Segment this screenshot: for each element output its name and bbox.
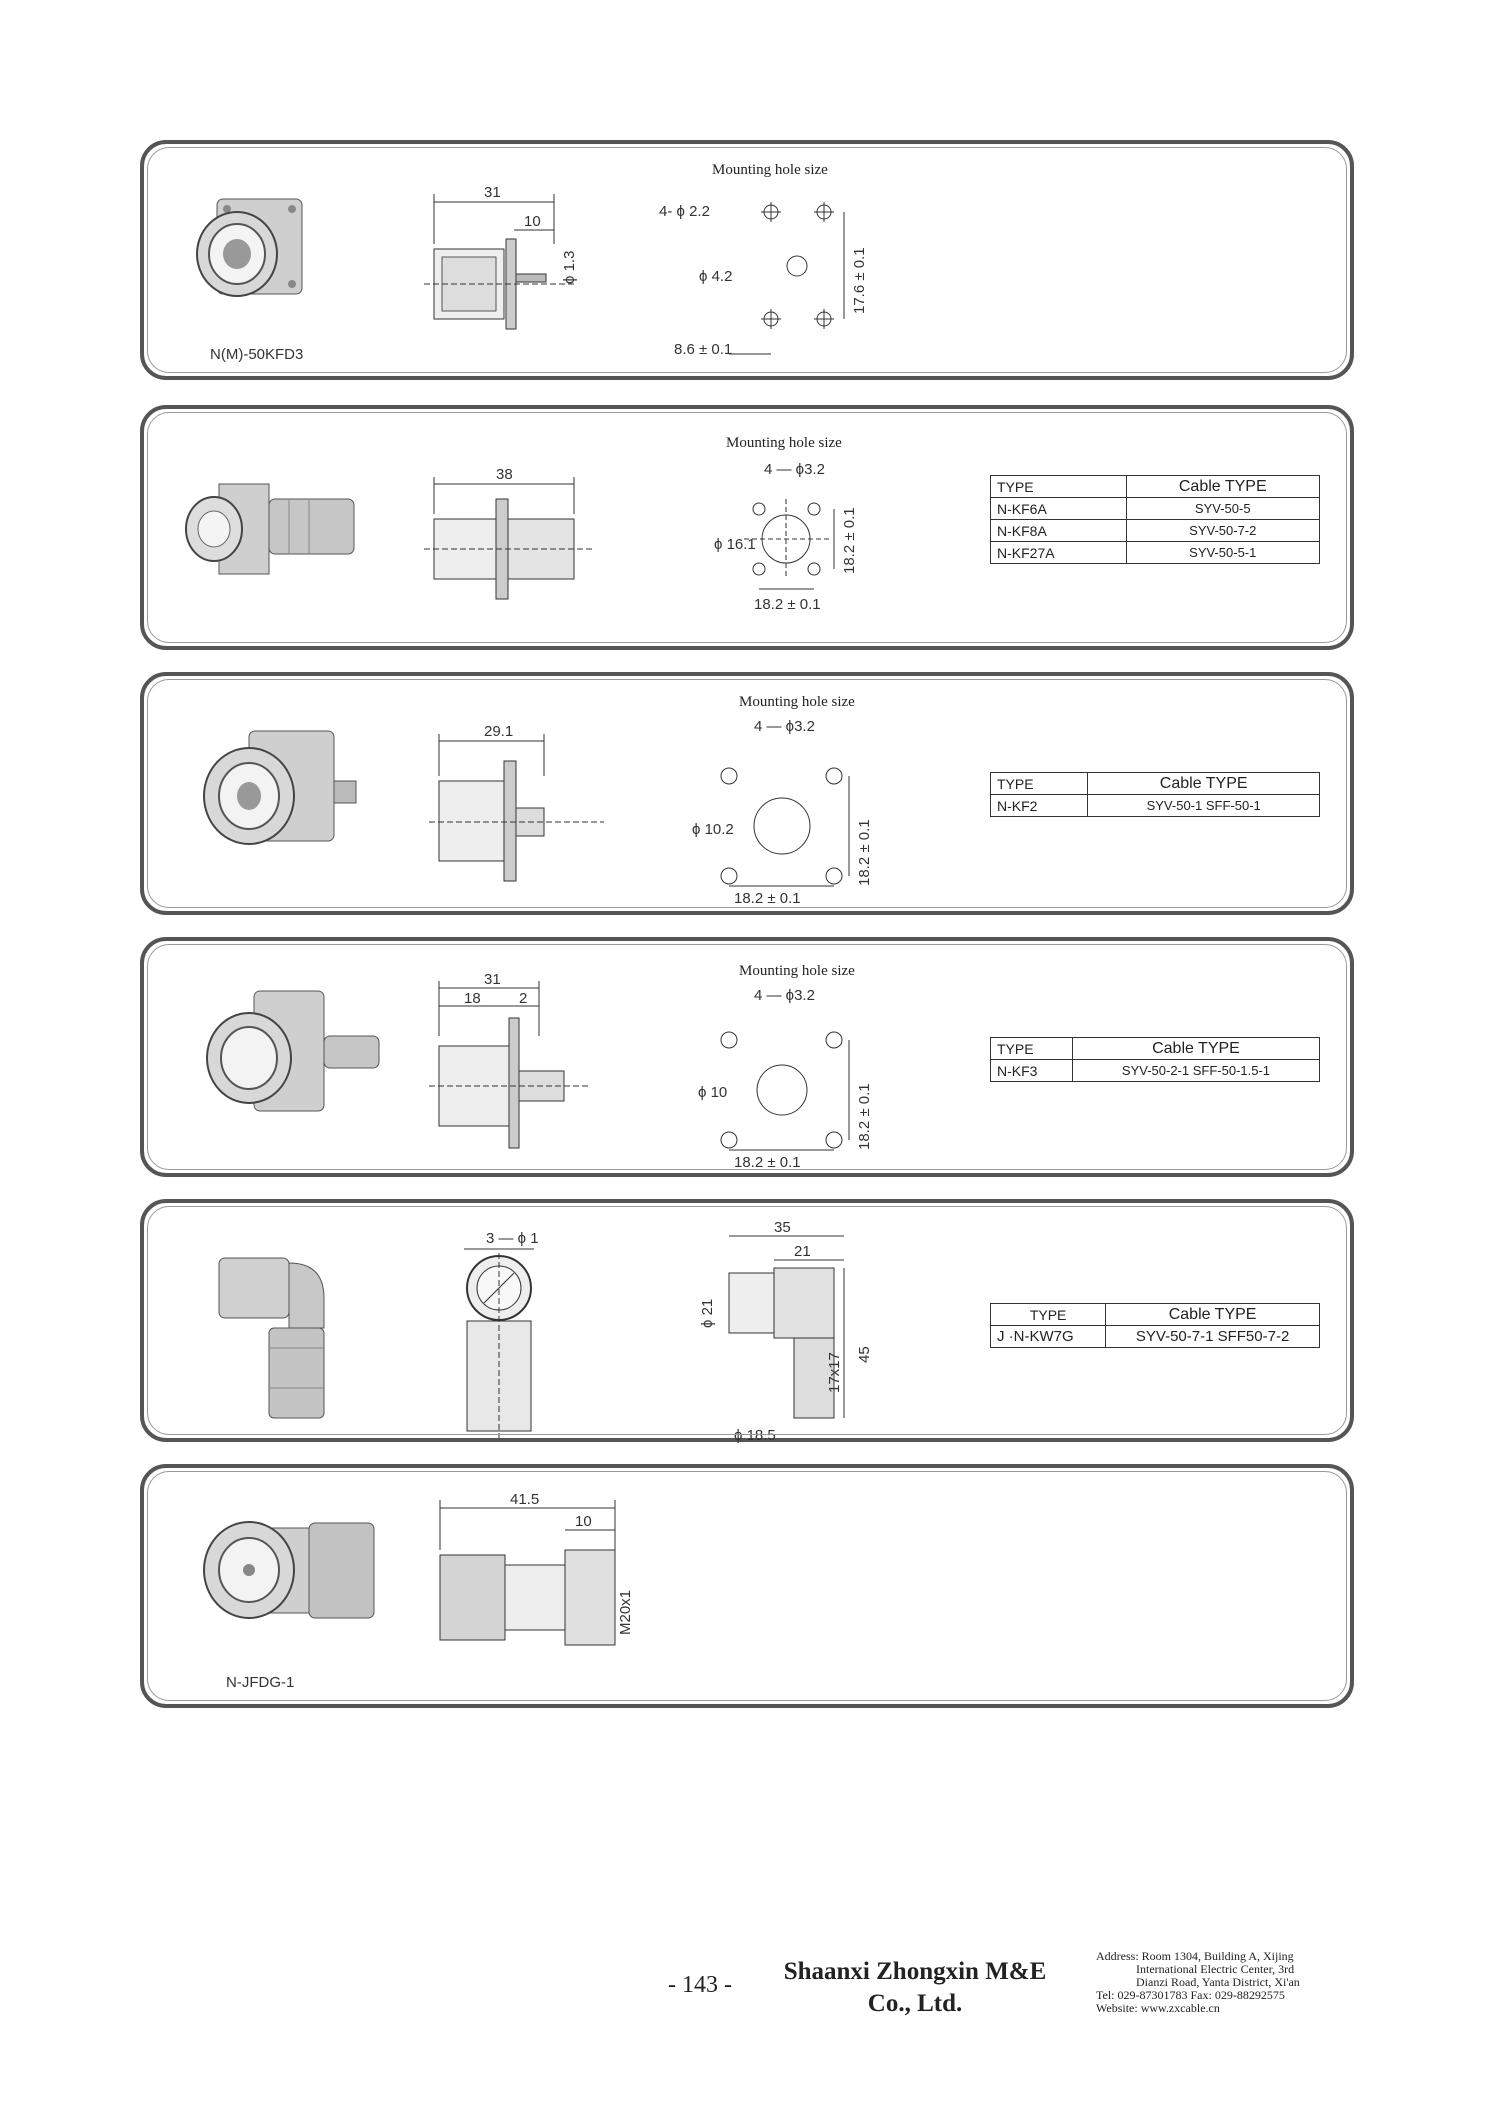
product-panel-3: 29.1 Mounting hole size 4 — ϕ3.2 ϕ 10.2 …	[140, 672, 1354, 915]
mounting-hole-drawing: 4 — ϕ3.2 ϕ 10 18.2 ± 0.1 18.2 ± 0.1	[698, 987, 873, 1171]
dim-b: ϕ 1.3	[561, 251, 578, 284]
address-line: Dianzi Road, Yanta District, Xi'an	[1136, 1975, 1300, 1989]
product-panel-6: N-JFDG-1 41.5 10 M20x1	[140, 1464, 1354, 1708]
dim-d2: ϕ 18.5	[734, 1427, 776, 1444]
dim-length: 38	[496, 466, 513, 483]
dim-a: 10	[524, 213, 541, 230]
dim-a: 18	[464, 990, 481, 1007]
dim-center: ϕ 10.2	[692, 821, 734, 838]
mounting-hole-label: Mounting hole size	[712, 162, 828, 178]
dim-d: ϕ 21	[699, 1299, 716, 1328]
dim-holes: 4- ϕ 2.2	[659, 203, 710, 220]
dim-holes: 3 — ϕ 1	[486, 1230, 539, 1247]
website-line: Website: www.zxcable.cn	[1096, 2001, 1220, 2015]
connector-photo	[185, 483, 355, 575]
table-header-type: TYPE	[990, 475, 1127, 498]
mounting-hole-drawing: 4- ϕ 2.2 ϕ 4.2 17.6 ± 0.1 8.6 ± 0.1	[659, 202, 868, 358]
address-line: Address: Room 1304, Building A, Xijing	[1096, 1949, 1294, 1963]
address-line: International Electric Center, 3rd	[1136, 1962, 1295, 1976]
connector-photo	[206, 990, 380, 1112]
dim-vert: 18.2 ± 0.1	[856, 1083, 873, 1150]
table-header-type: TYPE	[989, 772, 1089, 795]
mounting-hole-label: Mounting hole size	[739, 963, 855, 979]
dim-vert: 18.2 ± 0.1	[841, 507, 858, 574]
dim-b: 2	[519, 990, 527, 1007]
contact-line: Tel: 029-87301783 Fax: 029-88292575	[1096, 1988, 1285, 2002]
mounting-hole-label: Mounting hole size	[739, 694, 855, 710]
side-view-drawing: 38	[424, 466, 594, 600]
dim-holes: 4 — ϕ3.2	[754, 987, 815, 1004]
front-view-drawing: 3 — ϕ 1	[464, 1230, 539, 1438]
dim-holes: 4 — ϕ3.2	[764, 461, 825, 478]
dim-length: 29.1	[484, 723, 513, 740]
dim-horiz: 18.2 ± 0.1	[734, 890, 801, 907]
dim-h2: 45	[856, 1346, 873, 1363]
side-view-drawing: 29.1	[429, 723, 604, 882]
dim-center: ϕ 10	[698, 1084, 727, 1101]
dim-w2: 21	[794, 1243, 811, 1260]
table-header-type: TYPE	[990, 1037, 1073, 1060]
dim-length: 41.5	[510, 1491, 539, 1508]
dim-horiz: 18.2 ± 0.1	[734, 1154, 801, 1171]
table-header-cable: Cable TYPE	[1087, 772, 1320, 795]
table-header-type: TYPE	[989, 1303, 1107, 1326]
dim-vert: 18.2 ± 0.1	[856, 819, 873, 886]
product-name: N(M)-50KFD3	[210, 346, 304, 363]
table-header-cable: Cable TYPE	[1071, 1037, 1321, 1060]
page-number: - 143 -	[668, 1972, 732, 1998]
product-name: N-JFDG-1	[226, 1674, 295, 1691]
dim-center: ϕ 4.2	[699, 268, 732, 285]
connector-photo	[203, 1521, 375, 1619]
connector-photo	[218, 1257, 325, 1419]
dim-thread: M20x1	[617, 1590, 634, 1635]
product-panel-2: 38 Mounting hole size 4 — ϕ3.2 ϕ 16.1 18…	[140, 405, 1354, 650]
table-header-cable: Cable TYPE	[1105, 1303, 1320, 1326]
dim-h1: 17x17	[826, 1352, 843, 1393]
dim-w: 35	[774, 1219, 791, 1236]
company-line-2: Co., Ltd.	[867, 1990, 963, 2017]
product-panel-4: 31 18 2 Mounting hole size 4 — ϕ3.2 ϕ 10…	[140, 937, 1354, 1177]
dim-holes: 4 — ϕ3.2	[754, 718, 815, 735]
company-line-1: Shaanxi Zhongxin M&E	[783, 1958, 1047, 1985]
mounting-hole-label: Mounting hole size	[726, 435, 842, 451]
dim-a: 10	[575, 1513, 592, 1530]
side-view-drawing: 35 21 ϕ 21 17x17 45 ϕ 18.5	[699, 1219, 873, 1444]
table-header-cable: Cable TYPE	[1125, 475, 1321, 498]
company-address: Address: Room 1304, Building A, Xijing I…	[1096, 1950, 1336, 2015]
dim-length: 31	[484, 971, 501, 988]
side-view-drawing: 31 18 2	[429, 971, 589, 1149]
company-name: Shaanxi Zhongxin M&E Co., Ltd.	[770, 1956, 1060, 2020]
side-view-drawing: 31 10 ϕ 1.3	[424, 184, 578, 330]
connector-photo	[203, 730, 357, 845]
dim-length: 31	[484, 184, 501, 201]
dim-horiz: 18.2 ± 0.1	[754, 596, 821, 613]
connector-photo	[196, 198, 303, 297]
dim-horiz: 8.6 ± 0.1	[674, 341, 732, 358]
mounting-hole-drawing: 4 — ϕ3.2 ϕ 10.2 18.2 ± 0.1 18.2 ± 0.1	[692, 718, 873, 907]
side-view-drawing: 41.5 10 M20x1	[439, 1491, 634, 1646]
mounting-hole-drawing: 4 — ϕ3.2 ϕ 16.1 18.2 ± 0.1 18.2 ± 0.1	[714, 461, 858, 613]
dim-vert: 17.6 ± 0.1	[851, 247, 868, 314]
dim-center: ϕ 16.1	[714, 536, 756, 553]
product-panel-1: N(M)-50KFD3 31 10 ϕ 1.3 Mounting hole si…	[140, 140, 1354, 380]
